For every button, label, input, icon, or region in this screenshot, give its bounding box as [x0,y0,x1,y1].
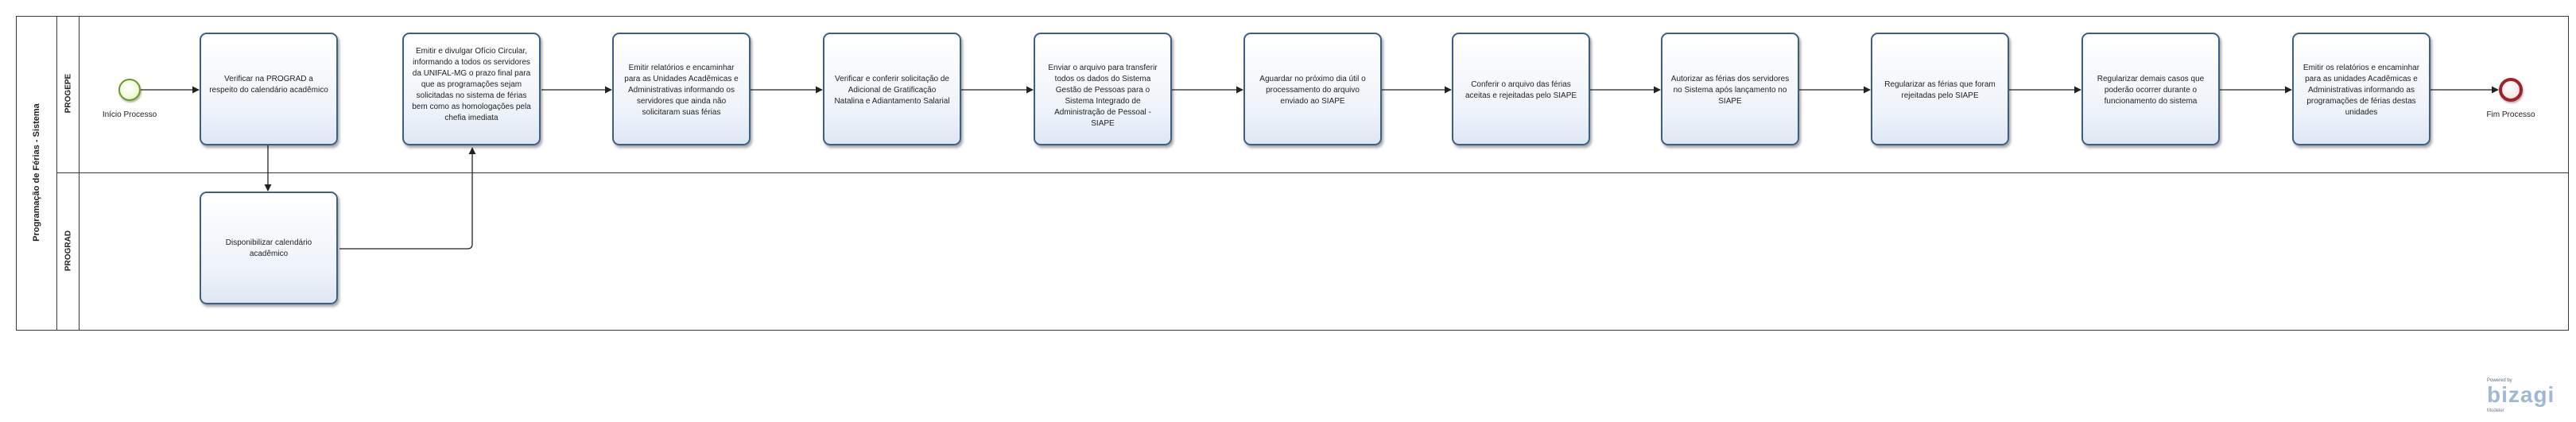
task-label: Verificar na PROGRAD a respeito do calen… [209,75,328,95]
brand-name: bizagi [2487,382,2555,407]
task-aguardar-processamento[interactable]: Aguardar no próximo dia útil o processam… [1243,33,1382,145]
task-emitir-relatorios-unidades[interactable]: Emitir os relatórios e encaminhar para a… [2292,33,2431,145]
task-regularizar-rejeitadas[interactable]: Regularizar as férias que foram rejeitad… [1871,33,2009,145]
task-label: Emitir os relatórios e encaminhar para a… [2302,64,2420,117]
pool [16,16,2569,331]
end-event[interactable] [2499,78,2523,102]
task-label: Emitir e divulgar Ofício Circular, infor… [412,47,531,122]
lane-label-progepe-column [57,16,80,172]
task-label: Aguardar no próximo dia útil o processam… [1259,75,1366,106]
task-label: Regularizar demais casos que poderão oco… [2097,75,2205,106]
task-emitir-relatorios[interactable]: Emitir relatórios e encaminhar para as U… [612,33,751,145]
task-regularizar-demais[interactable]: Regularizar demais casos que poderão oco… [2081,33,2220,145]
task-emitir-oficio[interactable]: Emitir e divulgar Ofício Circular, infor… [402,33,541,145]
pool-label-column [16,16,57,331]
lane-separator [57,172,2569,173]
task-label: Emitir relatórios e encaminhar para as U… [624,64,739,117]
task-label: Enviar o arquivo para transferir todos o… [1048,64,1158,128]
brand-sub: Modeler [2487,408,2504,413]
flow-t2-to-t3 [339,147,476,250]
end-event-label: Fim Processo [2486,110,2535,119]
bizagi-logo: Powered by bizagi Modeler [2487,378,2559,415]
task-autorizar-ferias[interactable]: Autorizar as férias dos servidores no Si… [1661,33,1799,145]
task-label: Regularizar as férias que foram rejeitad… [1884,80,1996,100]
task-label: Verificar e conferir solicitação de Adic… [834,75,950,106]
start-event-label: Início Processo [102,110,157,119]
start-event[interactable] [118,79,141,101]
task-disponibilizar-calendario[interactable]: Disponibilizar calendário acadêmico [200,192,338,304]
task-enviar-arquivo[interactable]: Enviar o arquivo para transferir todos o… [1034,33,1172,145]
brand-powered-by: Powered by [2487,378,2512,383]
task-label: Autorizar as férias dos servidores no Si… [1670,75,1790,106]
task-verificar-adicional[interactable]: Verificar e conferir solicitação de Adic… [823,33,961,145]
task-verificar-prograd[interactable]: Verificar na PROGRAD a respeito do calen… [200,33,338,145]
lane-label-prograd-column [57,172,80,331]
task-label: Disponibilizar calendário acadêmico [225,238,312,258]
task-label: Conferir o arquivo das férias aceitas e … [1465,80,1577,100]
task-conferir-arquivo[interactable]: Conferir o arquivo das férias aceitas e … [1452,33,1590,145]
